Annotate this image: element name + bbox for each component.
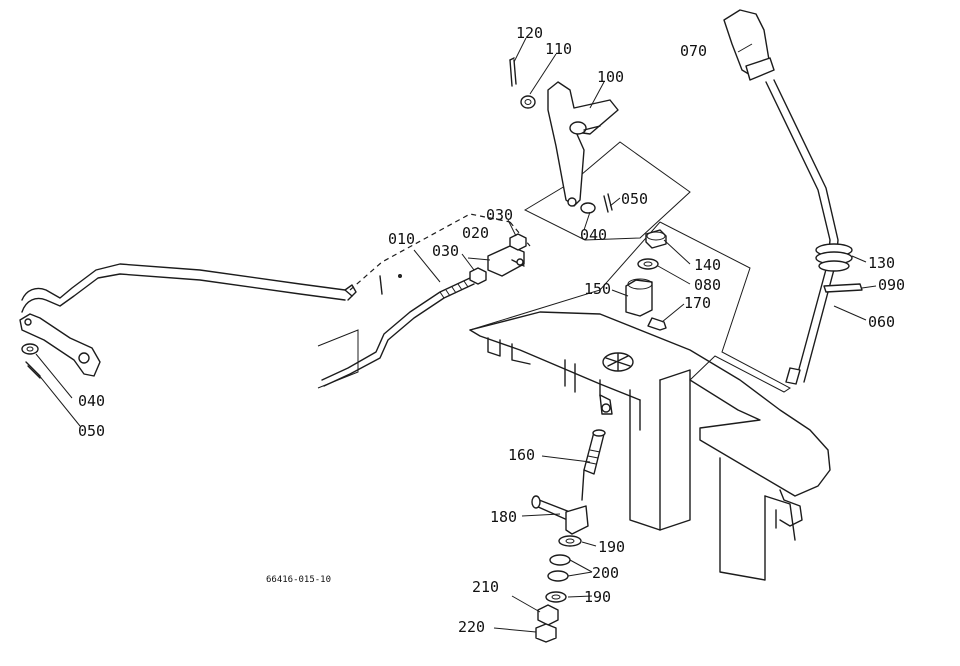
part-label-210: 210 — [472, 578, 499, 596]
part-label-150: 150 — [584, 280, 611, 298]
rod-panel — [317, 213, 531, 389]
cotter-050-upper — [603, 193, 613, 213]
boot-130 — [815, 243, 853, 272]
lever-knob-070 — [723, 9, 775, 81]
part-label-090: 090 — [878, 276, 905, 294]
part-label-170: 170 — [684, 294, 711, 312]
pivot-boss — [602, 352, 634, 372]
part-label-220: 220 — [458, 618, 485, 636]
washer-080 — [637, 258, 659, 270]
part-label-070: 070 — [680, 42, 707, 60]
drawing-code: 66416-015-10 — [266, 575, 331, 585]
bracket-plate — [523, 141, 691, 241]
part-label-060: 060 — [868, 313, 895, 331]
pin-090 — [823, 283, 863, 293]
washers-190-200 — [545, 535, 582, 603]
part-label-190-lower: 190 — [584, 588, 611, 606]
part-label-120: 120 — [516, 24, 543, 42]
part-label-180: 180 — [490, 508, 517, 526]
adjuster-block-020 — [469, 233, 527, 285]
bushing-140 — [645, 229, 667, 249]
part-label-140: 140 — [694, 256, 721, 274]
part-label-040-upper: 040 — [580, 226, 607, 244]
pin-180 — [531, 495, 589, 535]
mounting-bracket — [469, 221, 831, 581]
left-bellcrank — [19, 313, 101, 379]
part-label-050-lower: 050 — [78, 422, 105, 440]
nut-220 — [535, 623, 557, 643]
part-labels: 120 110 100 070 050 040 030 020 030 010 … — [78, 24, 905, 636]
sleeve-150 — [625, 278, 653, 317]
part-label-190-upper: 190 — [598, 538, 625, 556]
part-label-010: 010 — [388, 230, 415, 248]
washer-040-upper — [580, 202, 596, 214]
threaded-rod — [321, 274, 475, 387]
part-label-030-lower: 030 — [432, 242, 459, 260]
bolt-160 — [581, 429, 606, 501]
upper-lever-100 — [547, 81, 619, 207]
part-label-130: 130 — [868, 254, 895, 272]
part-label-100: 100 — [597, 68, 624, 86]
control-rod-010 — [21, 263, 357, 313]
part-label-040-lower: 040 — [78, 392, 105, 410]
nut-210 — [537, 604, 559, 626]
part-label-080: 080 — [694, 276, 721, 294]
pin-170 — [647, 317, 667, 331]
cotter-pin-120 — [509, 57, 517, 87]
part-label-200: 200 — [592, 564, 619, 582]
part-label-030-upper: 030 — [486, 206, 513, 224]
part-label-160: 160 — [508, 446, 535, 464]
washer-110 — [520, 95, 536, 109]
part-label-050-upper: 050 — [621, 190, 648, 208]
part-label-110: 110 — [545, 40, 572, 58]
part-label-020: 020 — [462, 224, 489, 242]
leader-lines — [35, 37, 877, 633]
shift-lever-060 — [765, 79, 839, 385]
